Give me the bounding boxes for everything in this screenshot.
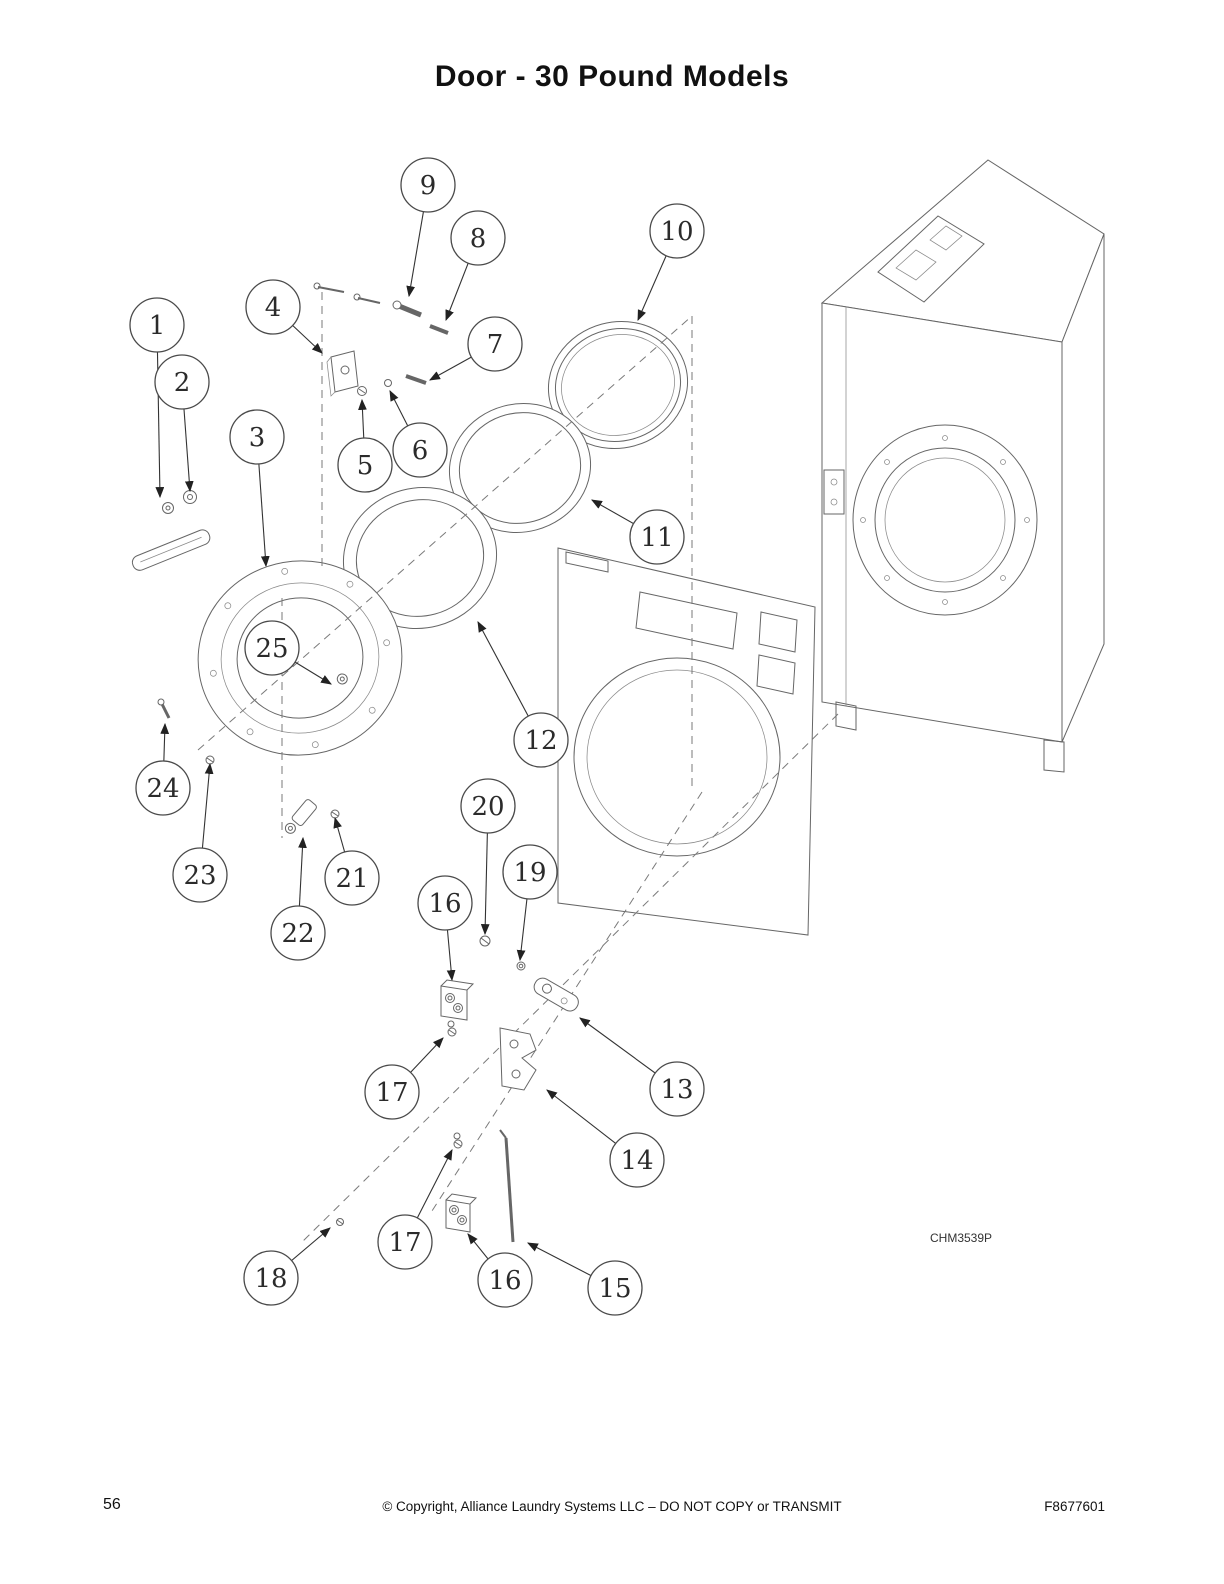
washer [384, 379, 392, 387]
brand-label [565, 551, 609, 573]
svg-text:19: 19 [513, 858, 546, 888]
svg-text:6: 6 [412, 436, 429, 466]
callout-9: 9 [400, 157, 456, 298]
page-footer: 56 © Copyright, Alliance Laundry Systems… [0, 1496, 1224, 1526]
svg-text:24: 24 [146, 774, 179, 804]
callout-21: 21 [324, 816, 380, 906]
callout-14: 14 [546, 1089, 665, 1188]
svg-text:7: 7 [487, 330, 504, 360]
svg-text:13: 13 [660, 1075, 693, 1105]
screw [160, 703, 171, 719]
washer [453, 1132, 461, 1140]
warning-label [877, 215, 985, 303]
svg-text:17: 17 [388, 1228, 421, 1258]
svg-text:1: 1 [149, 311, 166, 341]
svg-text:21: 21 [335, 864, 368, 894]
callout-6: 6 [389, 390, 448, 478]
svg-text:18: 18 [254, 1264, 287, 1294]
copyright-notice: © Copyright, Alliance Laundry Systems LL… [382, 1499, 842, 1514]
callout-22: 22 [270, 836, 326, 961]
bearing-block [445, 1199, 471, 1233]
screw [317, 286, 345, 293]
hinge-pin [429, 324, 449, 335]
callout-17: 17 [377, 1149, 453, 1270]
door-ring [197, 560, 403, 756]
svg-text:22: 22 [281, 919, 314, 949]
svg-text:16: 16 [428, 889, 461, 919]
hinge-hardware-bottom [157, 698, 579, 1243]
drum-opening [852, 424, 1038, 616]
callout-2: 2 [154, 354, 210, 493]
svg-text:25: 25 [255, 634, 288, 664]
callout-18: 18 [243, 1227, 331, 1306]
shoulder-bolt [398, 303, 422, 318]
spacer-pin [405, 374, 427, 385]
page-title: Door - 30 Pound Models [434, 60, 790, 93]
front-panel [557, 547, 816, 936]
hinge-hardware-top [313, 282, 449, 397]
hinge-bracket [330, 350, 359, 393]
door-glass-rim [547, 321, 689, 449]
construction-lines [197, 292, 839, 1245]
callout-10: 10 [637, 203, 705, 322]
door-ring-pin [336, 673, 348, 685]
hinge-rod [504, 1137, 515, 1243]
svg-text:14: 14 [620, 1146, 653, 1176]
callout-17: 17 [364, 1037, 444, 1120]
bearing-block [440, 985, 468, 1021]
svg-text:17: 17 [375, 1078, 408, 1108]
document-number: F8677601 [1044, 1499, 1105, 1514]
callout-4: 4 [245, 279, 323, 354]
callout-15: 15 [527, 1242, 643, 1316]
hinge-pin-assembly [284, 799, 317, 834]
door-gasket-ring [342, 487, 498, 629]
svg-text:8: 8 [470, 224, 487, 254]
handle-nut [183, 490, 197, 504]
callout-23: 23 [172, 762, 228, 903]
door-glass [448, 403, 592, 533]
callout-3: 3 [229, 409, 285, 568]
callout-25: 25 [244, 620, 332, 685]
control-opening [635, 591, 738, 650]
callout-20: 20 [460, 778, 516, 936]
callout-16: 16 [417, 875, 473, 982]
callout-13: 13 [579, 1017, 705, 1117]
screw [357, 297, 381, 304]
callout-16: 16 [467, 1233, 533, 1308]
callout-1: 1 [129, 297, 185, 499]
svg-text:5: 5 [357, 451, 374, 481]
nut [516, 961, 526, 971]
door-handle [131, 490, 211, 571]
strike-plate [533, 977, 579, 1012]
hinge-bracket-lower [499, 1027, 537, 1091]
callout-5: 5 [337, 398, 393, 493]
washer-cabinet [820, 159, 1105, 773]
handle-washer [162, 502, 174, 514]
callout-24: 24 [135, 722, 191, 816]
callout-8: 8 [445, 210, 506, 322]
svg-text:4: 4 [265, 293, 282, 323]
svg-text:3: 3 [249, 423, 266, 453]
svg-text:15: 15 [598, 1274, 631, 1304]
svg-text:2: 2 [174, 368, 191, 398]
svg-text:9: 9 [420, 171, 437, 201]
page-number: 56 [103, 1496, 121, 1513]
svg-text:11: 11 [640, 523, 673, 553]
lock-bracket [823, 469, 845, 515]
callout-12: 12 [477, 621, 569, 768]
washer [447, 1020, 455, 1028]
callout-19: 19 [502, 844, 558, 962]
callout-7: 7 [429, 316, 523, 381]
svg-text:20: 20 [471, 792, 504, 822]
diagram-code: CHM3539P [930, 1231, 993, 1245]
svg-text:12: 12 [524, 726, 557, 756]
svg-text:16: 16 [488, 1266, 521, 1296]
svg-text:23: 23 [183, 861, 216, 891]
callout-11: 11 [591, 499, 685, 565]
svg-text:10: 10 [660, 217, 693, 247]
